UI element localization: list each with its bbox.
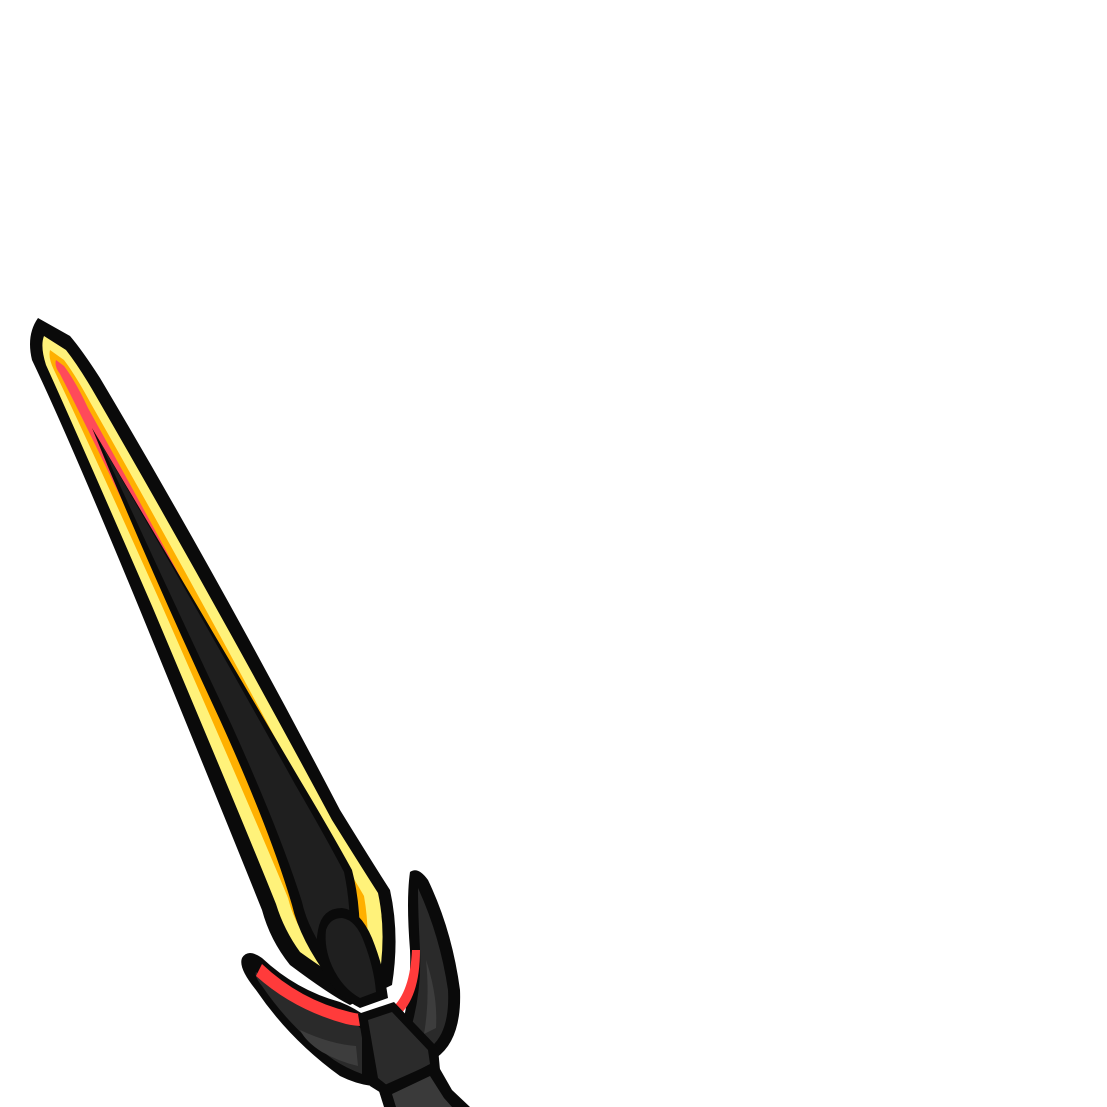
grip-collar-fill <box>368 1012 430 1086</box>
guard-red-accent <box>256 950 420 1026</box>
guard-left-wing-highlight <box>300 1030 358 1066</box>
grip-fill <box>392 1076 452 1107</box>
guard-center-fill <box>325 918 376 998</box>
blade-fuller <box>100 442 350 962</box>
guard-right-horn-highlight <box>424 960 437 1034</box>
